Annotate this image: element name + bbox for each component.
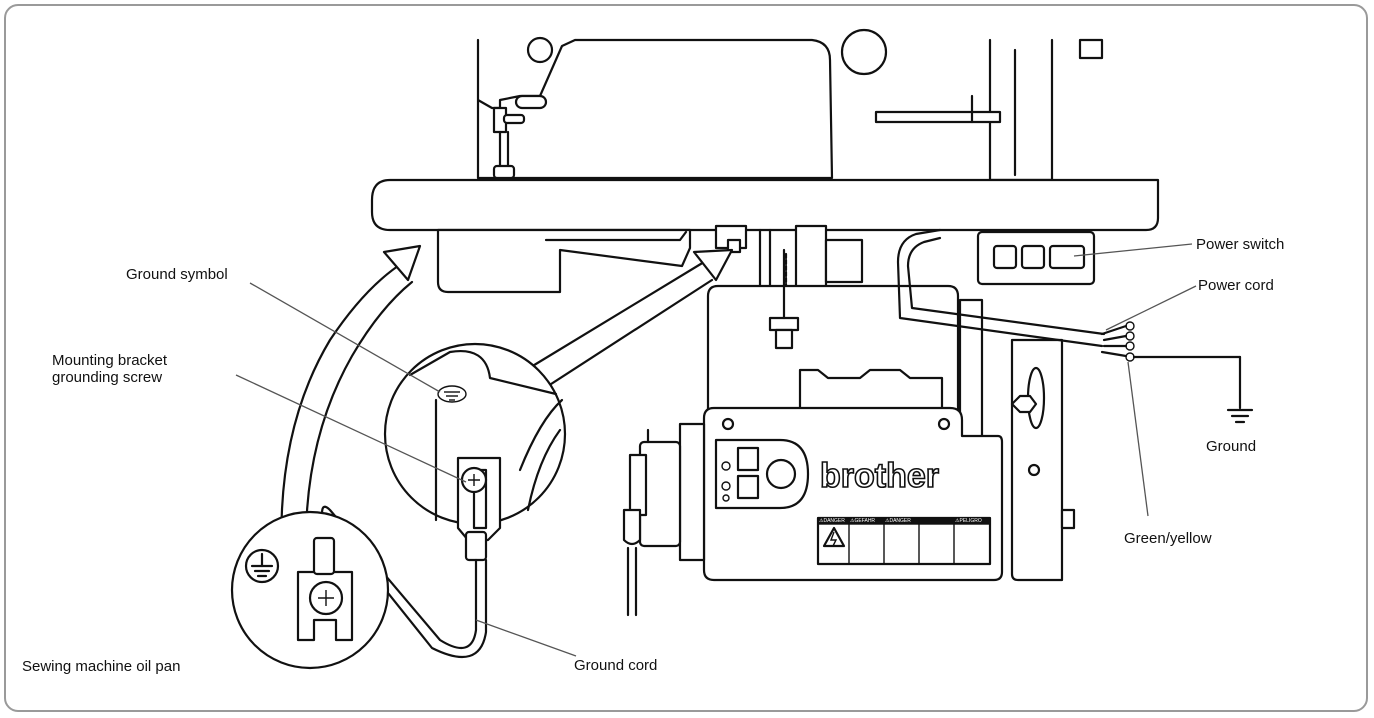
label-green-yellow: Green/yellow xyxy=(1124,530,1212,547)
oil-pan-detail-circle xyxy=(230,510,390,670)
power-cord xyxy=(896,228,1254,424)
label-ground-cord: Ground cord xyxy=(574,657,658,674)
label-power-cord: Power cord xyxy=(1198,277,1274,294)
warning-heading-2: ⚠GEFAHR xyxy=(850,518,876,524)
arrow-to-bracket xyxy=(524,260,706,372)
leader-power-switch xyxy=(1073,243,1193,257)
power-switch-box xyxy=(976,230,1096,286)
label-sewing-machine-oil-pan: Sewing machine oil pan xyxy=(22,658,181,675)
motor-brand: brother xyxy=(819,457,940,495)
control-box xyxy=(622,406,1004,617)
ground-symbol-mark xyxy=(437,385,467,403)
leader-ground-cord xyxy=(475,619,577,657)
oil-pan xyxy=(436,228,692,294)
table-stand xyxy=(874,38,1104,182)
label-ground: Ground xyxy=(1206,438,1257,455)
leader-bracket-screw xyxy=(235,374,467,483)
leader-power-cord xyxy=(1105,285,1197,331)
warning-heading-4: ⚠PELIGRO xyxy=(955,518,982,524)
leader-green-yellow xyxy=(1127,361,1149,517)
sewing-machine-head xyxy=(476,28,888,180)
warning-heading-1: ⚠DANGER xyxy=(819,518,845,524)
label-mounting-bracket-screw: Mounting bracket grounding screw xyxy=(52,352,168,386)
ground-icon xyxy=(1226,408,1254,424)
bracket-detail-circle xyxy=(383,342,567,562)
label-ground-symbol: Ground symbol xyxy=(126,266,228,283)
electric-shock-warning-icon xyxy=(822,526,846,548)
label-power-switch: Power switch xyxy=(1196,236,1285,253)
table-top xyxy=(370,178,1160,232)
leader-ground-symbol xyxy=(249,282,441,393)
warning-heading-3: ⚠DANGER xyxy=(885,518,911,524)
